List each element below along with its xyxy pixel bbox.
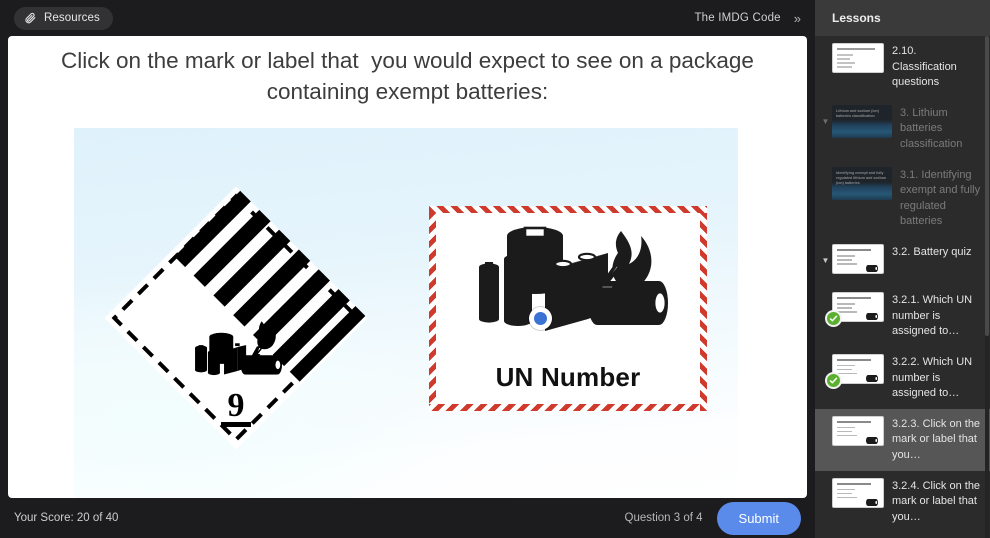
lesson-thumbnail-wrap <box>825 292 884 328</box>
lesson-list[interactable]: 2.10. Classification questions▼Lithium a… <box>815 36 990 538</box>
lesson-item[interactable]: Identifying exempt and fully regulated l… <box>815 160 990 237</box>
lesson-item-label: 3.2.2. Which UN number is assigned to… <box>892 355 973 400</box>
lesson-item-label: 3.1. Identifying exempt and fully regula… <box>900 168 981 228</box>
sidebar-title: Lessons <box>832 11 881 25</box>
lesson-thumbnail-wrap: Identifying exempt and fully regulated l… <box>832 166 892 200</box>
sidebar-scrollbar-thumb[interactable] <box>985 36 989 336</box>
lesson-item[interactable]: ▼ 3.2. Battery quiz <box>815 237 990 285</box>
lesson-thumbnail-wrap <box>832 43 884 73</box>
question-text: Click on the mark or label that you woul… <box>61 48 761 104</box>
mark-inner: UN Number <box>436 213 700 404</box>
lesson-item[interactable]: 3.2.1. Which UN number is assigned to… <box>815 285 990 347</box>
lesson-item-label: 3. Lithium batteries classification <box>900 106 963 151</box>
check-circle-icon <box>825 371 842 389</box>
resources-label: Resources <box>44 12 100 24</box>
player-topbar: Resources The IMDG Code » <box>0 0 815 36</box>
quiz-slide-thumbnail <box>832 477 884 508</box>
lesson-slide-thumbnail: Lithium and sodium (ion) batteries class… <box>832 104 892 138</box>
lesson-item[interactable]: 3.2.4. Click on the mark or label that y… <box>815 471 990 533</box>
quiz-slide-thumbnail <box>832 415 884 446</box>
slide-container: Click on the mark or label that you woul… <box>0 36 815 498</box>
submit-button[interactable]: Submit <box>716 501 801 535</box>
lesson-item[interactable]: 3.2.3. Click on the mark or label that y… <box>815 408 990 471</box>
lesson-item[interactable]: ▼Lithium and sodium (ion) batteries clas… <box>815 98 990 160</box>
slide: Click on the mark or label that you woul… <box>8 36 807 498</box>
lesson-thumbnail-wrap <box>825 353 884 389</box>
answer-canvas: 9 <box>74 128 738 498</box>
double-chevron-right-icon[interactable]: » <box>793 10 801 26</box>
lessons-sidebar: Lessons 2.10. Classification questions▼L… <box>815 0 990 538</box>
quiz-slide-thumbnail <box>832 353 884 384</box>
quiz-slide-thumbnail <box>832 244 884 275</box>
score-label: Your Score: 20 of 40 <box>14 512 119 524</box>
battery-group-pictogram <box>479 226 668 331</box>
lesson-thumbnail-wrap <box>832 477 884 508</box>
option-class-9-lithium-battery-label[interactable]: 9 <box>104 186 368 450</box>
lesson-item[interactable]: 2.10. Classification questions <box>815 36 990 98</box>
lesson-item-label: 3.2.3. Click on the mark or label that y… <box>892 417 981 461</box>
class-9-diamond-svg: 9 <box>104 186 368 450</box>
class-number-underline <box>221 422 251 427</box>
lesson-player: Resources The IMDG Code » Click on the m… <box>0 0 815 538</box>
player-footer: Your Score: 20 of 40 Question 3 of 4 Sub… <box>0 498 815 538</box>
lesson-item[interactable]: 3.2.2. Which UN number is assigned to… <box>815 347 990 409</box>
triangle-down-icon[interactable]: ▼ <box>821 116 830 126</box>
lesson-item-label: 3.2.4. Click on the mark or label that y… <box>892 479 981 523</box>
paperclip-icon <box>24 12 37 25</box>
lesson-thumbnail-wrap <box>832 244 884 275</box>
battery-flame-pictogram <box>195 321 282 376</box>
selection-marker[interactable] <box>529 307 552 330</box>
lesson-item-label: 2.10. Classification questions <box>892 45 957 89</box>
lesson-thumbnail-wrap <box>832 415 884 446</box>
option-lithium-battery-mark[interactable]: UN Number <box>429 206 707 411</box>
sidebar-header: Lessons <box>815 0 990 36</box>
lesson-item-label: 3.2. Battery quiz <box>892 246 972 259</box>
un-number-text: UN Number <box>495 362 641 392</box>
lesson-item[interactable]: ▶The Dangerous Goods List4. The DGL <box>815 532 990 538</box>
content-slide-thumbnail <box>832 43 884 73</box>
lesson-item-label: 3.2.1. Which UN number is assigned to… <box>892 294 973 338</box>
class-number-label: 9 <box>228 387 245 424</box>
lesson-slide-thumbnail: Identifying exempt and fully regulated l… <box>832 166 892 200</box>
course-title: The IMDG Code <box>694 12 781 24</box>
triangle-down-icon[interactable]: ▼ <box>821 256 830 266</box>
selection-marker-dot <box>534 312 547 325</box>
check-circle-icon <box>825 310 842 328</box>
resources-button[interactable]: Resources <box>14 6 113 30</box>
question-counter: Question 3 of 4 <box>624 512 703 524</box>
lesson-thumbnail-wrap: Lithium and sodium (ion) batteries class… <box>832 104 892 138</box>
